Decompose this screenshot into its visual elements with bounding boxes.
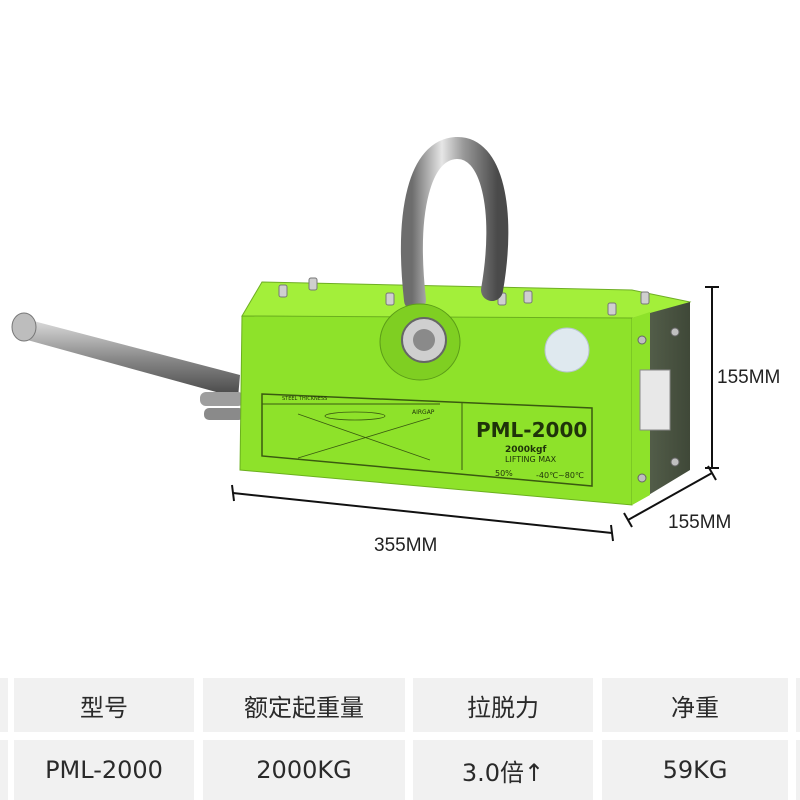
table-edge-cell xyxy=(796,678,800,732)
spec-table: 型号 额定起重量 拉脱力 净重 PML-2000 2000KG 3.0倍↑ 59… xyxy=(0,672,800,800)
plate-lifting-text: LIFTING MAX xyxy=(505,455,557,464)
nameplate: PML-2000 2000kgf LIFTING MAX 50% -40℃~80… xyxy=(261,393,593,487)
value-breakaway-force: 3.0倍↑ xyxy=(413,740,593,800)
header-breakaway-force: 拉脱力 xyxy=(413,678,593,732)
release-handle xyxy=(11,312,244,420)
height-dimension-line xyxy=(705,286,719,469)
value-net-weight: 59KG xyxy=(602,740,788,800)
plate-percent-text: 50% xyxy=(495,469,513,478)
depth-dimension-label: 155MM xyxy=(668,512,732,533)
table-edge-cell xyxy=(796,740,800,800)
side-label xyxy=(639,369,671,431)
lifting-magnet-illustration: PML-2000 2000kgf LIFTING MAX 50% -40℃~80… xyxy=(11,137,719,542)
value-model: PML-2000 xyxy=(14,740,194,800)
top-bolts xyxy=(278,277,650,316)
value-rated-load: 2000KG xyxy=(203,740,405,800)
width-dimension-line xyxy=(231,484,614,542)
lifting-shackle xyxy=(379,137,509,381)
plate-temp-text: -40℃~80℃ xyxy=(536,471,584,480)
depth-dimension-line xyxy=(623,465,717,528)
height-dimension-label: 155MM xyxy=(717,367,781,388)
handle-knob xyxy=(11,312,37,342)
certification-sticker xyxy=(544,327,590,373)
product-photo: PML-2000 2000kgf LIFTING MAX 50% -40℃~80… xyxy=(11,137,781,556)
plate-airgap-text: AIRGAP xyxy=(412,409,435,416)
header-net-weight: 净重 xyxy=(602,678,788,732)
table-edge-cell xyxy=(0,678,8,732)
width-dimension-label: 355MM xyxy=(374,535,438,556)
plate-model-text: PML-2000 xyxy=(476,418,587,442)
table-edge-cell xyxy=(0,740,8,800)
plate-capacity-text: 2000kgf xyxy=(505,445,546,455)
header-model: 型号 xyxy=(14,678,194,732)
header-rated-load: 额定起重量 xyxy=(203,678,405,732)
plate-steel-text: STEEL THICKNESS xyxy=(282,396,327,402)
